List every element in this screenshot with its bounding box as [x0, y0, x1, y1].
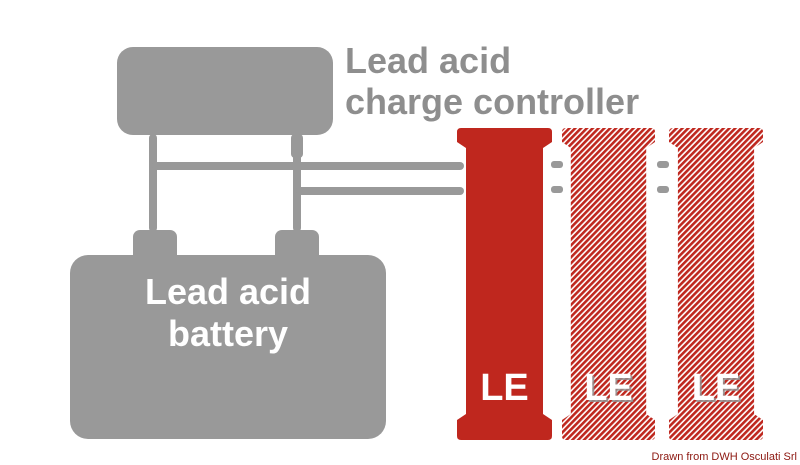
battery-label: Lead acid battery — [70, 271, 386, 355]
panel-connector-dash-1b — [551, 186, 563, 193]
battery-label-line1: Lead acid — [144, 271, 312, 312]
charge-controller-box — [117, 47, 333, 135]
wire-left-vertical — [149, 134, 157, 232]
charge-controller-label-line1: Lead acid — [345, 40, 512, 81]
charge-controller-label-line2: charge controller — [345, 81, 640, 122]
wire-bottom-horizontal — [296, 187, 464, 195]
wire-right-vertical — [293, 134, 301, 232]
battery-box — [70, 255, 386, 439]
panel-connector-dash-1a — [551, 161, 563, 168]
battery-terminal-left — [133, 230, 177, 256]
led-panel-3: LE — [669, 128, 763, 440]
battery-label-line2: battery — [167, 313, 289, 354]
credit-text: Drawn from DWH Osculati Srl — [651, 451, 797, 463]
led-panel-1: LE — [457, 128, 552, 440]
led-panel-3-label: LE — [691, 367, 741, 409]
wire-top-horizontal — [152, 162, 464, 170]
led-panel-2: LE — [562, 128, 655, 440]
panel-connector-dash-2b — [657, 186, 669, 193]
battery-terminal-right — [275, 230, 319, 256]
led-panel-2-label: LE — [584, 367, 633, 409]
led-panel-1-label: LE — [480, 367, 529, 409]
panel-connector-dash-2a — [657, 161, 669, 168]
charge-controller-label: Lead acid charge controller — [345, 40, 705, 122]
